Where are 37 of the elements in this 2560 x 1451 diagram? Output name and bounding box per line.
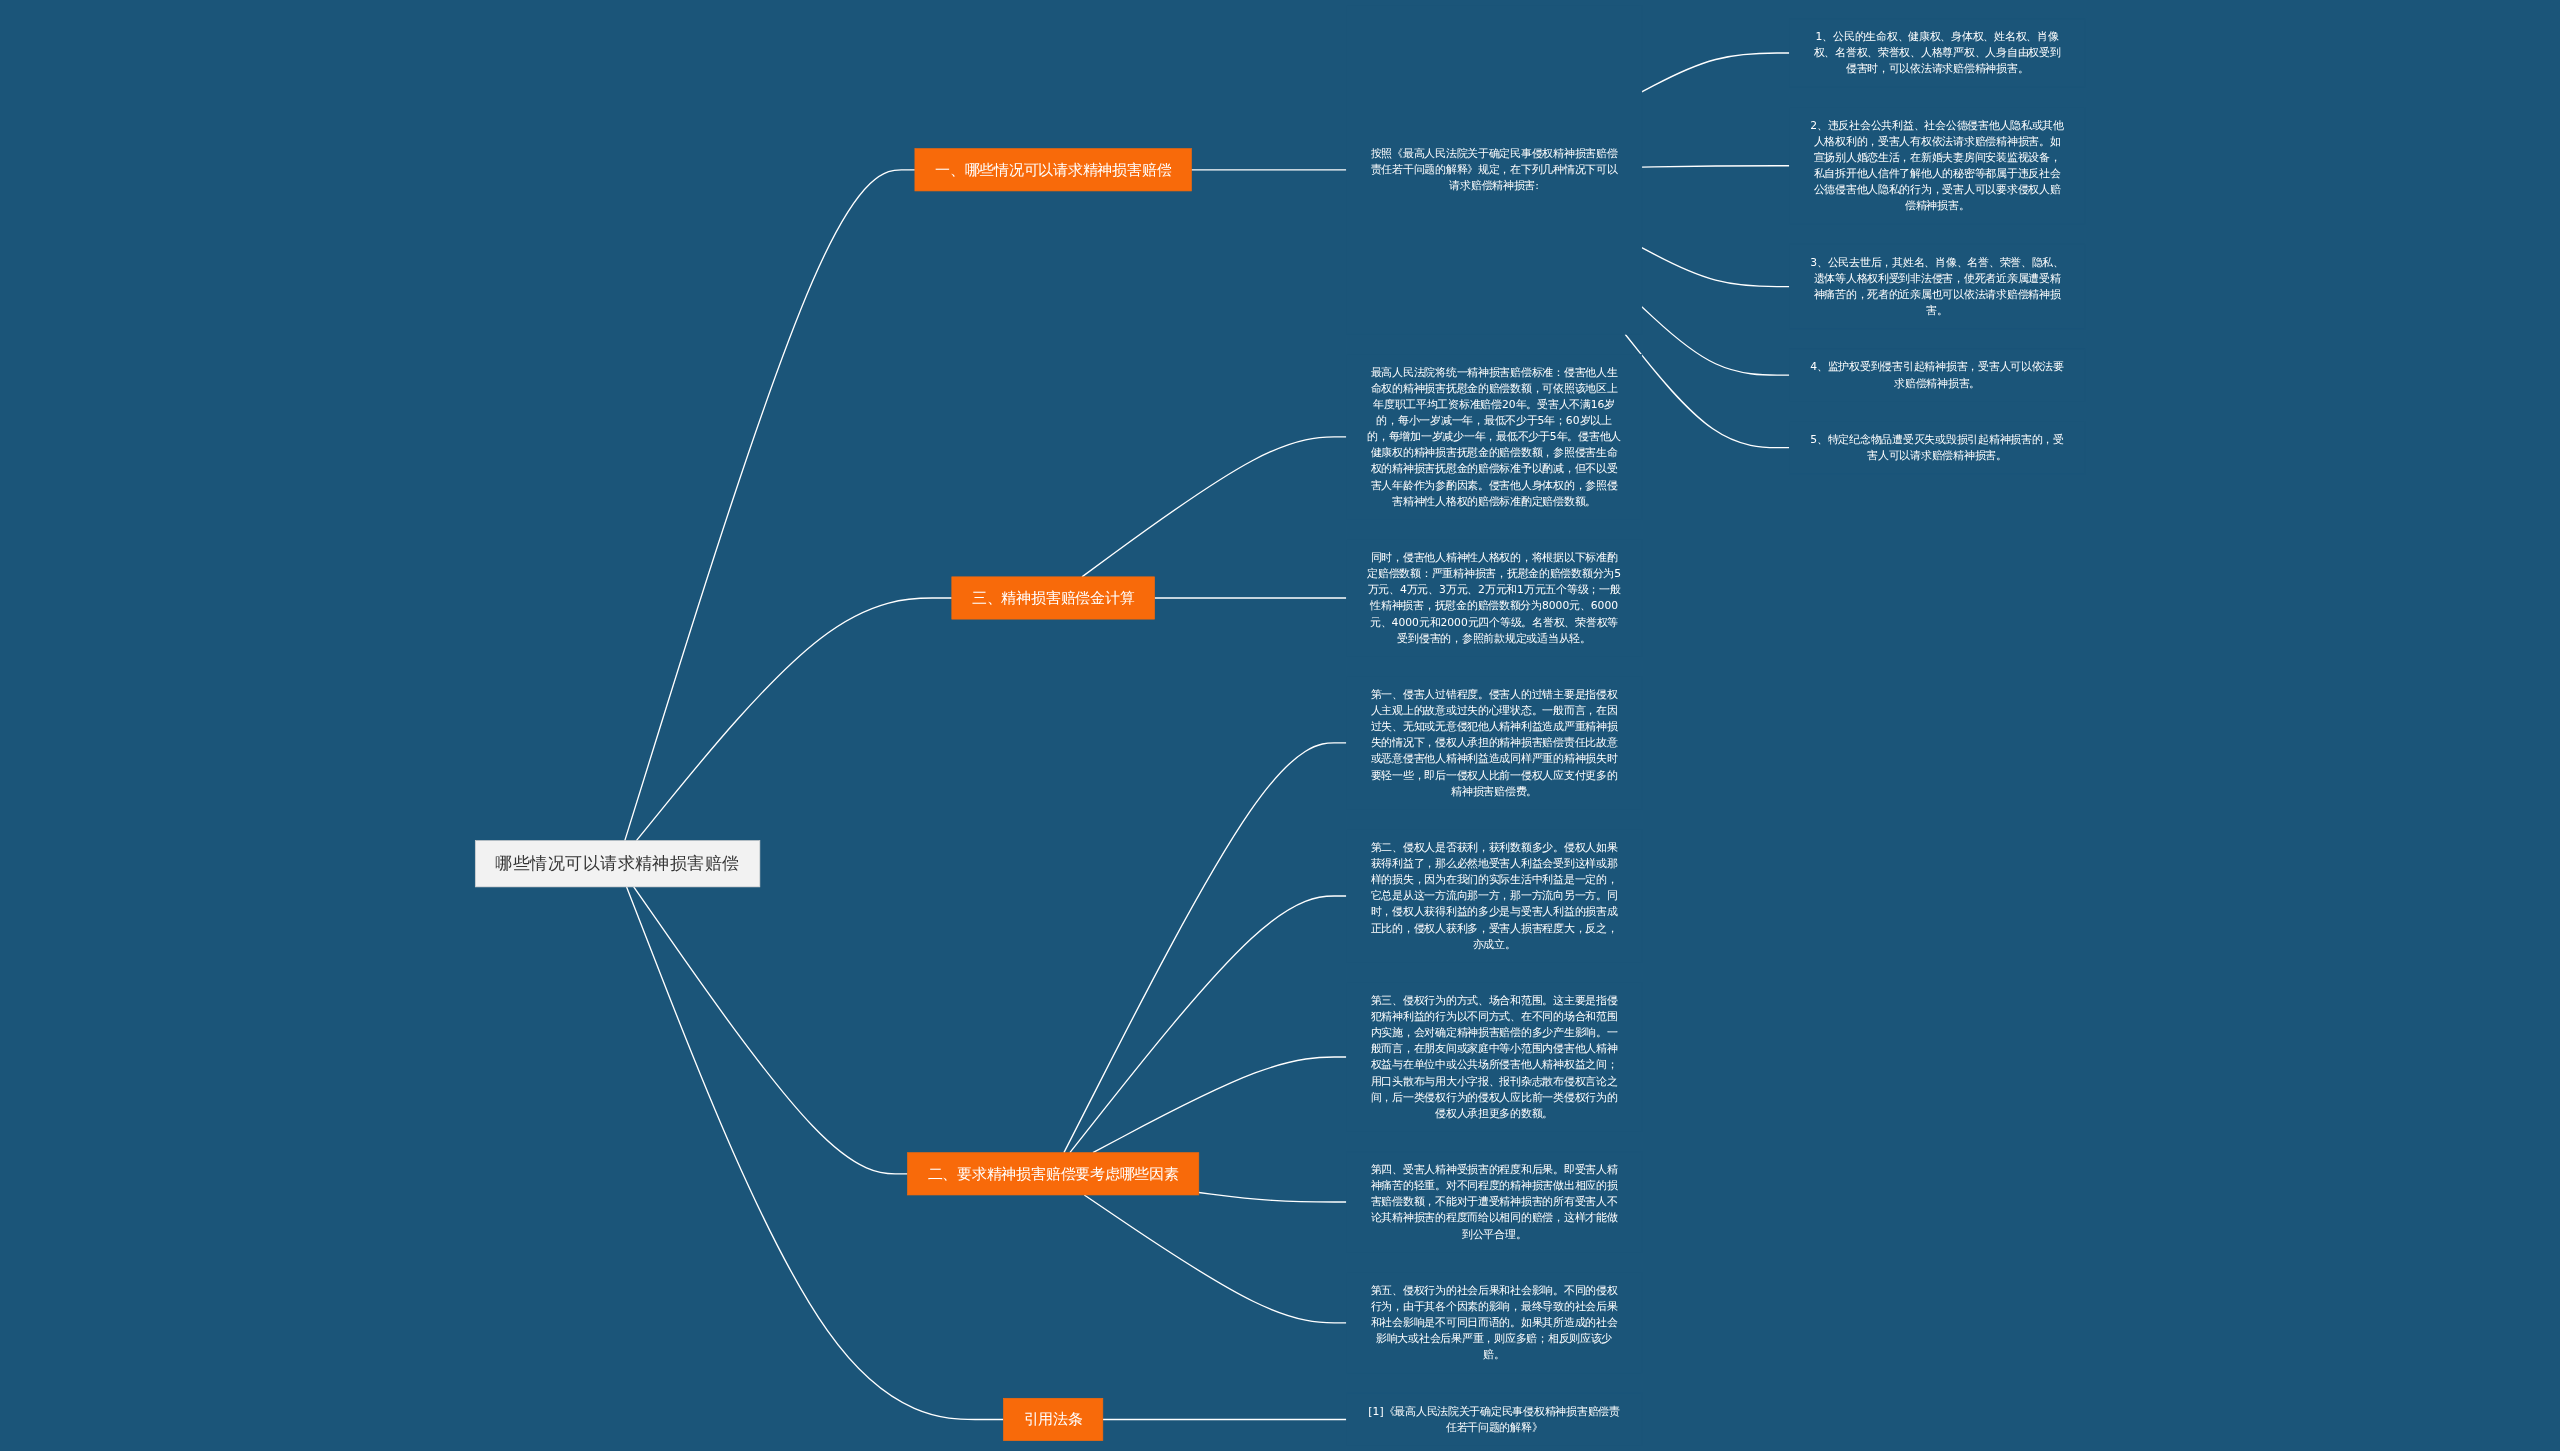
node-text: 第三、侵权行为的方式、场合和范围。这主要是指侵犯精神利益的行为以不同方式、在不同的场合和范围内实施，会对确定精神损害赔偿的多少产生影响。一般而言，在朋友间或家庭中等小范围内侵害他人精神权益与在单位中或公共场所侵害他人精神权益之间；用口头散布与用大小字报、报刊杂志散布侵权言论之间，后一类侵权行为的侵权人应比前一类侵权行为的侵权人承担更多的数额。: [1370, 993, 1618, 1120]
connector: [1198, 1191, 1348, 1203]
node-text: 2、违反社会公共利益、社会公德侵害他人隐私或其他人格权利的，受害人有权依法请求赔偿精神损害。如宣扬别人婚恋生活，在新婚夫妻房间安装监视设备，私自拆开他人信件了解他人的秘密等都属于违反社会公德侵害他人隐私的行为，受害人可以要求侵权人赔偿精神损害。: [1810, 118, 2064, 213]
connector: [633, 886, 909, 1175]
connector: [1641, 306, 1791, 376]
node-text: 按照《最高人民法院关于确定民事侵权精神损害赔偿责任若干问题的解释》规定，在下列几种情况下可以请求赔偿精神损害:: [1370, 146, 1618, 192]
node-box: 一、哪些情况可以请求精神损害赔偿: [914, 148, 1192, 192]
connector: [1092, 1056, 1348, 1154]
node-box: 引用法条: [1003, 1398, 1104, 1441]
node-text: 3、公民去世后，其姓名、肖像、名誉、荣誉、隐私、遗体等人格权利受到非法侵害，使死者近亲属遭受精神痛苦的，死者的近亲属也可以依法请求赔偿精神损害。: [1810, 255, 2064, 317]
node-box: 哪些情况可以请求精神损害赔偿: [474, 840, 761, 888]
node-text: 最高人民法院将统一精神损害赔偿标准：侵害他人生命权的精神损害抚慰金的赔偿数额，可依照该地区上年度职工平均工资标准赔偿20年。受害人不满16岁的，每小一岁减一年，最低不少于5年；60岁以上的，每增加一岁减少一年，最低不少于5年。侵害他人健康权的精神损害抚慰金的赔偿数额，参照侵害生命权的精神损害抚慰金的赔偿标准予以酌减，但不以受害人年龄作为参酌因素。侵害他人身体权的，参照侵害精神性人格权的赔偿标准酌定赔偿数额。: [1367, 365, 1621, 508]
node-text: 1、公民的生命权、健康权、身体权、姓名权、肖像权、名誉权、荣誉权、人格尊严权、人身自由权受到侵害时，可以依法请求赔偿精神损害。: [1813, 30, 2061, 76]
node-text: 第五、侵权行为的社会后果和社会影响。不同的侵权行为，由于其各个因素的影响，最终导致的社会后果和社会影响是不可同日而语的。如果其所造成的社会影响大或社会后果严重，则应多赔；相反则应该少赔。: [1370, 1283, 1618, 1362]
node-text: [1]《最高人民法院关于确定民事侵权精神损害赔偿责任若干问题的解释》: [1368, 1404, 1620, 1434]
connector: [1641, 52, 1791, 93]
connector: [1102, 1418, 1348, 1421]
connector: [1153, 597, 1348, 599]
connector: [1641, 165, 1791, 168]
node-text: 第四、受害人精神受损害的程度和后果。即受害人精神痛苦的轻重。对不同程度的精神损害做出相应的损害赔偿数额，不能对于遭受精神损害的所有受害人不论其精神损害的程度而给以相同的赔偿，这样才能做到公平合理。: [1370, 1163, 1618, 1241]
node-box: 二、要求精神损害赔偿要考虑哪些因素: [907, 1152, 1200, 1196]
connector: [1063, 742, 1348, 1154]
connector: [625, 886, 1005, 1421]
connector: [624, 169, 916, 842]
connector: [1081, 436, 1348, 578]
node-text: 第二、侵权人是否获利，获利数额多少。侵权人如果获得利益了，那么必然地受害人利益会受到这样或那样的损失，因为在我们的实际生活中利益是一定的，它总是从这一方流向那一方，那一方流向另一方。同时，侵权人获得利益的多少是与受害人利益的损害成正比的，侵权人获利多，受害人损害程度大，反之，亦成立。: [1370, 840, 1618, 951]
node-text: 4、监护权受到侵害引起精神损害，受害人可以依法要求赔偿精神损害。: [1810, 360, 2064, 390]
connector: [1190, 169, 1348, 171]
node-text: 同时，侵害他人精神性人格权的，将根据以下标准酌定赔偿数额：严重精神损害，抚慰金的赔偿数额分为5万元、4万元、3万元、2万元和1万元五个等级；一般性精神损害，抚慰金的赔偿数额分为8000元、6000元、4000元和2000元四个等级。名誉权、荣誉权等受到侵害的，参照前款规定或适当从轻。: [1367, 551, 1621, 645]
connector: [1069, 895, 1348, 1154]
connector: [1083, 1194, 1348, 1324]
connector: [635, 597, 953, 842]
connector: [1641, 247, 1791, 288]
node-box: 三、精神损害赔偿金计算: [951, 576, 1155, 620]
node-text: 5、特定纪念物品遭受灭失或毁损引起精神损害的，受害人可以请求赔偿精神损害。: [1810, 432, 2064, 462]
connector: [1624, 333, 1791, 449]
node-text: 第一、侵害人过错程度。侵害人的过错主要是指侵权人主观上的故意或过失的心理状态。一般而言，在因过失、无知或无意侵犯他人精神利益造成严重精神损失的情况下，侵权人承担的精神损害赔偿责任比故意或恶意侵害他人精神利益造成同样严重的精神损失时要轻一些，即后一侵权人比前一侵权人应支付更多的精神损害赔偿费。: [1370, 687, 1618, 798]
